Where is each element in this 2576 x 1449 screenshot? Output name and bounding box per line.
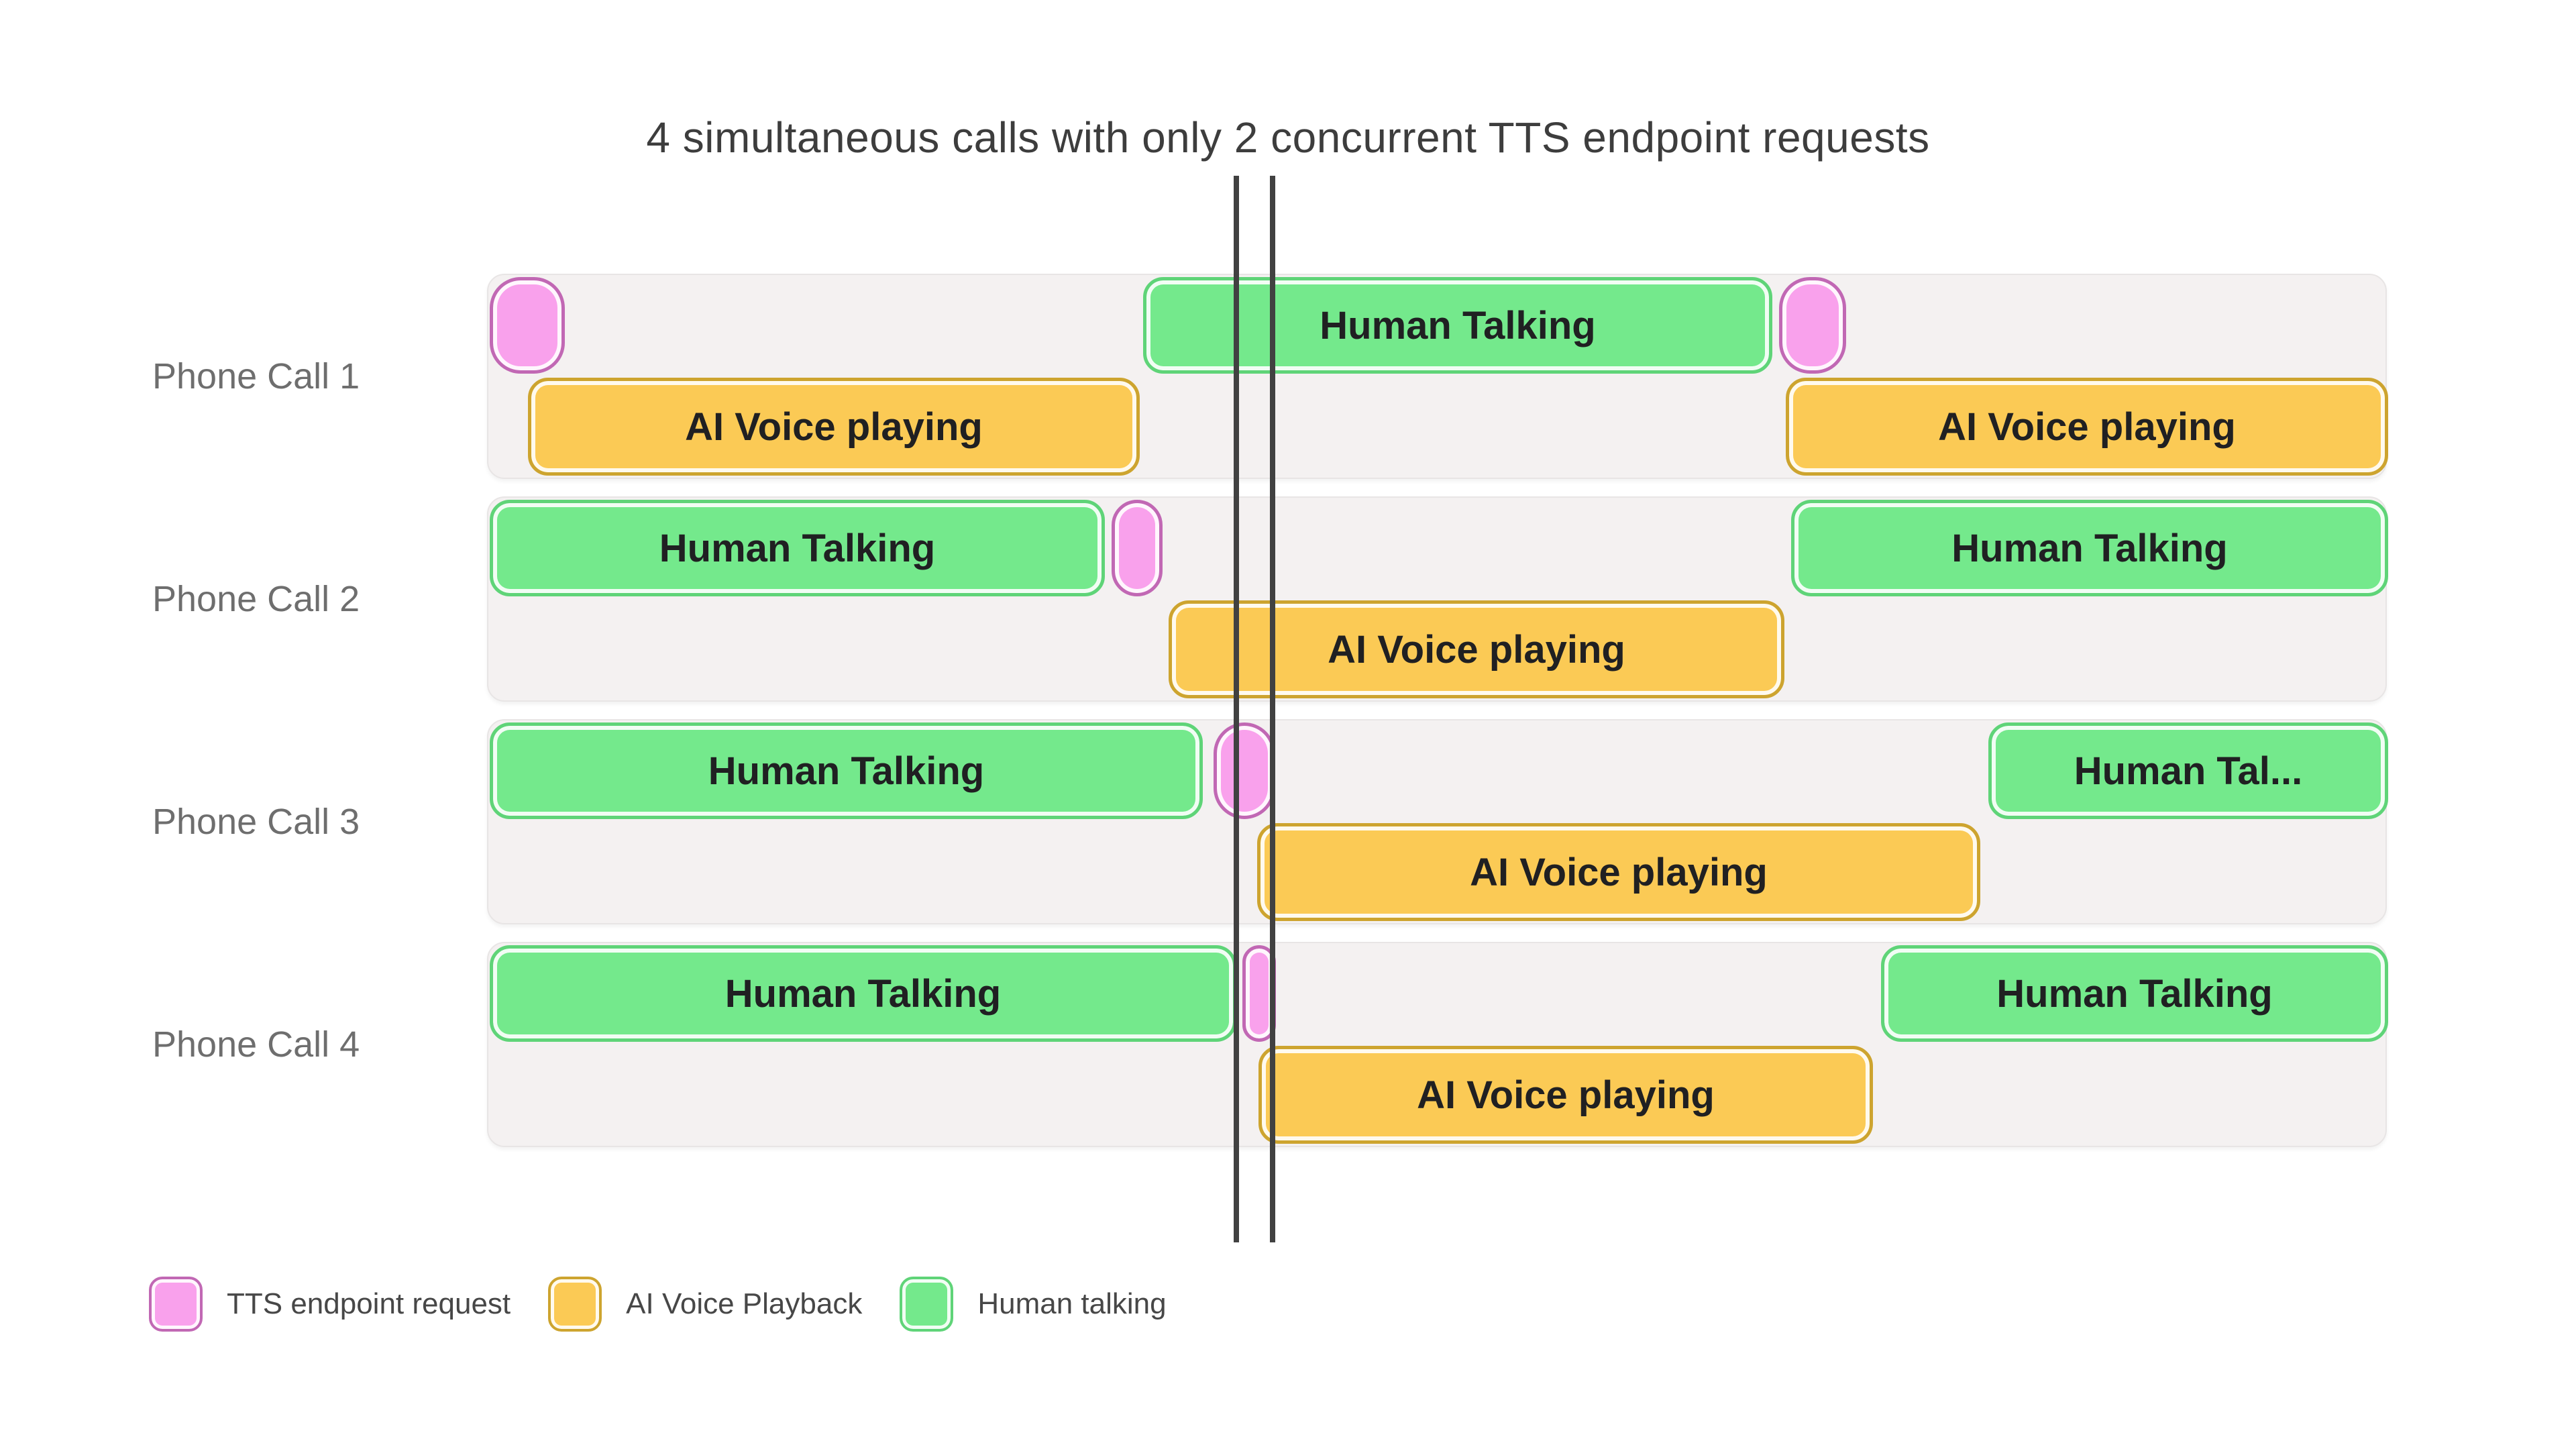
human-talking-bar: Human Talking — [1881, 945, 2388, 1042]
concurrency-window-line-right — [1270, 176, 1275, 1242]
row-label-phone-call-2: Phone Call 2 — [152, 579, 360, 619]
human-talking-swatch-icon — [900, 1277, 954, 1332]
ai-voice-playing-bar: AI Voice playing — [1257, 823, 1980, 921]
tts-endpoint-request-pill — [1112, 500, 1163, 596]
human-talking-bar: Human Talking — [1143, 277, 1772, 374]
ai-voice-playing-bar: AI Voice playing — [528, 378, 1140, 476]
ai-voice-playing-bar: AI Voice playing — [1258, 1046, 1873, 1144]
row-label-phone-call-3: Phone Call 3 — [152, 802, 360, 842]
legend-label-ai-voice: AI Voice Playback — [626, 1287, 863, 1320]
human-talking-bar: Human Tal... — [1988, 722, 2388, 819]
legend: TTS endpoint request AI Voice Playback H… — [149, 1277, 1167, 1332]
legend-item-human: Human talking — [900, 1277, 1167, 1332]
human-talking-bar: Human Talking — [490, 500, 1105, 596]
ai-voice-playing-bar: AI Voice playing — [1169, 600, 1784, 698]
human-talking-bar: Human Talking — [1791, 500, 2388, 596]
tts-endpoint-request-pill — [490, 277, 565, 374]
tts-endpoint-request-pill — [1214, 722, 1275, 819]
legend-item-tts: TTS endpoint request — [149, 1277, 511, 1332]
tts-endpoint-request-pill — [1779, 277, 1846, 374]
ai-voice-playing-bar: AI Voice playing — [1786, 378, 2388, 476]
legend-label-human: Human talking — [977, 1287, 1167, 1320]
human-talking-bar: Human Talking — [490, 945, 1236, 1042]
legend-item-ai-voice: AI Voice Playback — [548, 1277, 862, 1332]
concurrency-window-line-left — [1234, 176, 1239, 1242]
row-label-phone-call-1: Phone Call 1 — [152, 356, 360, 396]
diagram-title: 4 simultaneous calls with only 2 concurr… — [646, 113, 1930, 162]
human-talking-bar: Human Talking — [490, 722, 1203, 819]
legend-label-tts: TTS endpoint request — [227, 1287, 511, 1320]
row-label-phone-call-4: Phone Call 4 — [152, 1024, 360, 1065]
ai-voice-swatch-icon — [548, 1277, 602, 1332]
tts-swatch-icon — [149, 1277, 203, 1332]
